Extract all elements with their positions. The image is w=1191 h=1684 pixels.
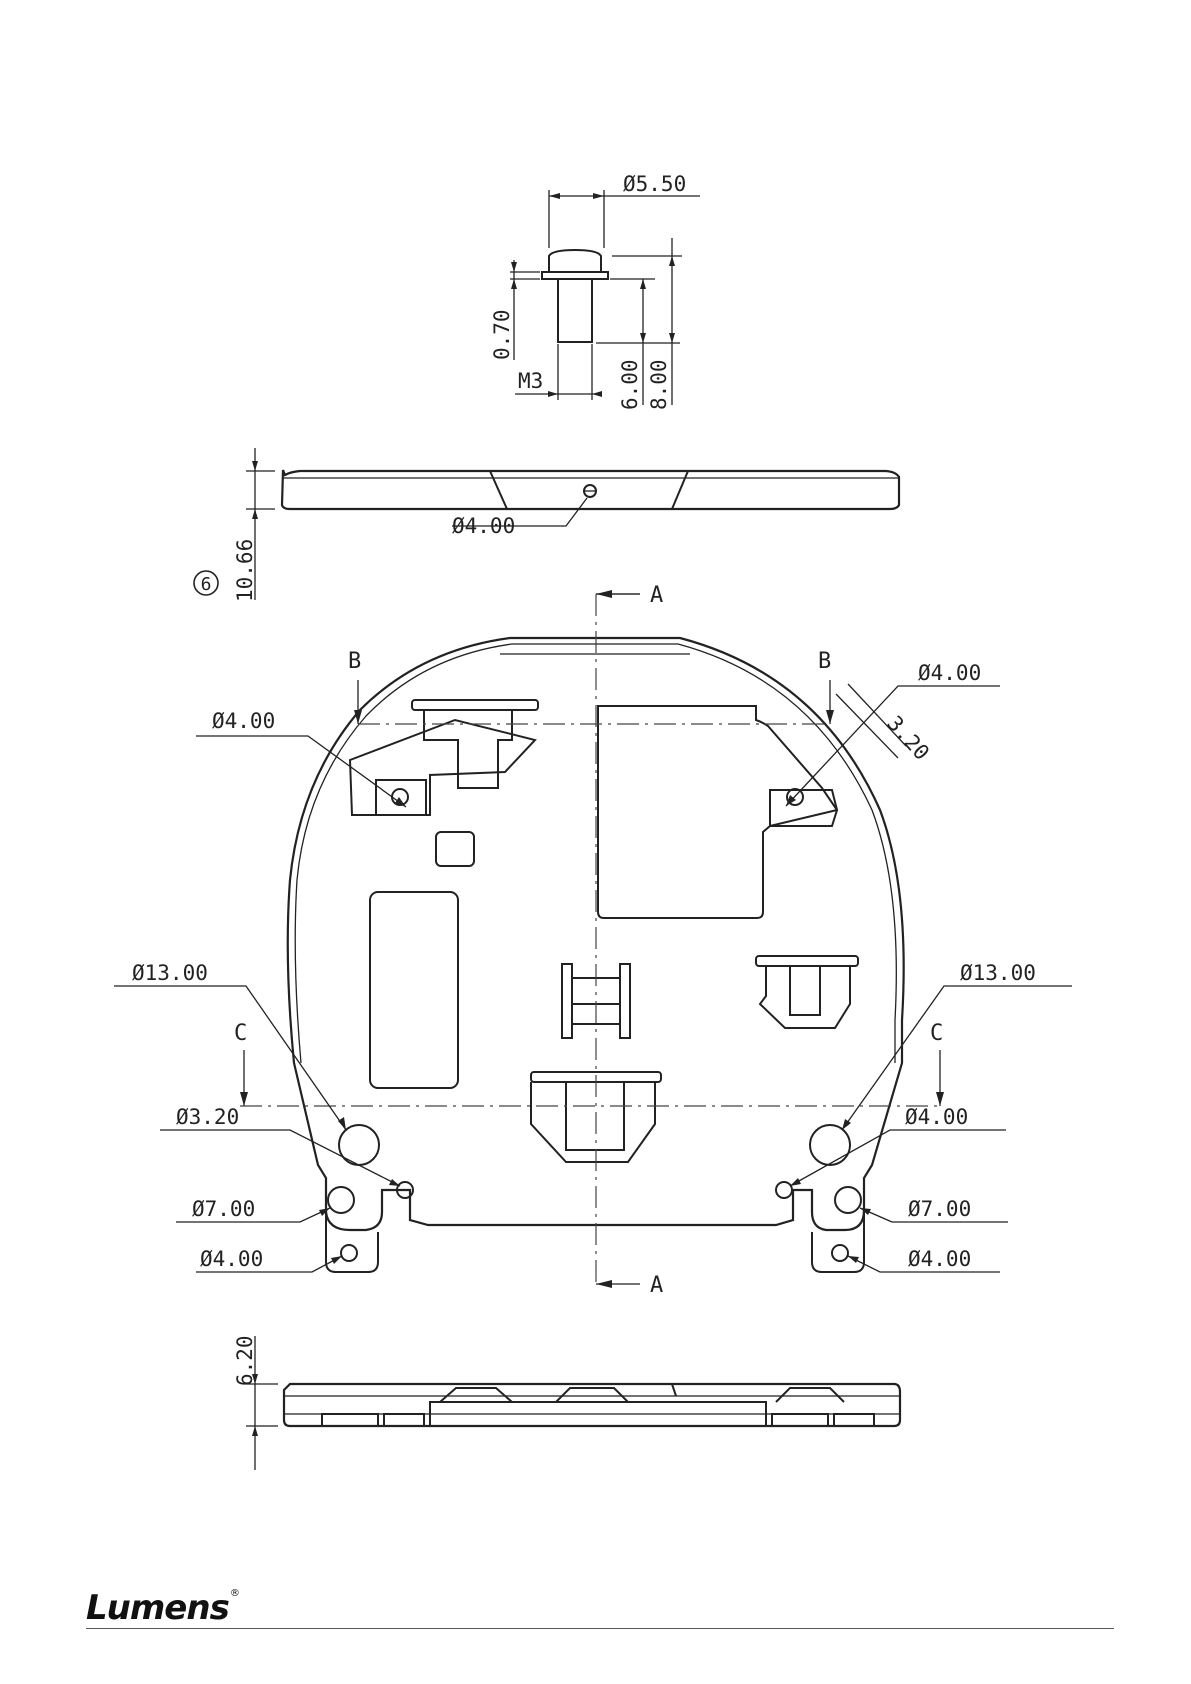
screw-shank [558, 279, 592, 342]
footer-divider [86, 1628, 1114, 1629]
thread-size-label: M3 [518, 369, 543, 393]
registered-mark: ® [230, 1588, 239, 1599]
section-b-right-label: B [818, 649, 831, 674]
right-bottom-hole-label: Ø4.00 [908, 1247, 971, 1271]
upper-left-hole-label: Ø4.00 [212, 709, 275, 733]
section-b-left-label: B [348, 649, 361, 674]
left-bottom-hole-label: Ø4.00 [200, 1247, 263, 1271]
left-large-hole-label: Ø13.00 [132, 961, 208, 985]
left-bottom-hole [341, 1245, 357, 1261]
upper-right-hole-label: Ø4.00 [918, 661, 981, 685]
brand-logo-text: Lumens [86, 1588, 229, 1628]
screw-detail: Ø5.50 0.70 M3 6.00 8.00 [490, 172, 700, 410]
right-bottom-hole [832, 1245, 848, 1261]
plan-view: A A B B C C Ø4.00 Ø4.00 3.20 Ø13.00 [114, 583, 1072, 1298]
top-profile-hole-label: Ø4.00 [452, 514, 515, 538]
right-mid-hole-label: Ø7.00 [908, 1197, 971, 1221]
washer-thickness-label: 0.70 [490, 309, 514, 360]
section-a-top-label: A [650, 583, 663, 608]
item-number-label: 6 [201, 574, 212, 595]
bottom-profile-body [284, 1384, 900, 1426]
top-profile-body [282, 470, 899, 509]
screw-head-diameter-label: Ø5.50 [623, 172, 686, 196]
right-small-hole-label: Ø4.00 [905, 1105, 968, 1129]
screw-washer [542, 272, 608, 279]
section-c-left-label: C [234, 1021, 247, 1046]
upper-right-slot-label: 3.20 [882, 711, 934, 765]
left-mid-hole-label: Ø7.00 [192, 1197, 255, 1221]
top-profile-view: Ø4.00 10.66 6 [194, 448, 899, 602]
top-profile-thickness-label: 10.66 [233, 539, 257, 602]
screw-head [549, 250, 601, 272]
section-a-bottom-label: A [650, 1273, 663, 1298]
brand-logo: Lumens® [86, 1588, 239, 1628]
thread-length-label: 6.00 [618, 359, 642, 410]
section-c-right-label: C [930, 1021, 943, 1046]
overall-length-label: 8.00 [647, 359, 671, 410]
bottom-profile-view: 6.20 [233, 1335, 900, 1470]
bottom-profile-thickness-label: 6.20 [233, 1335, 257, 1386]
right-large-hole-label: Ø13.00 [960, 961, 1036, 985]
left-small-hole-label: Ø3.20 [176, 1105, 239, 1129]
